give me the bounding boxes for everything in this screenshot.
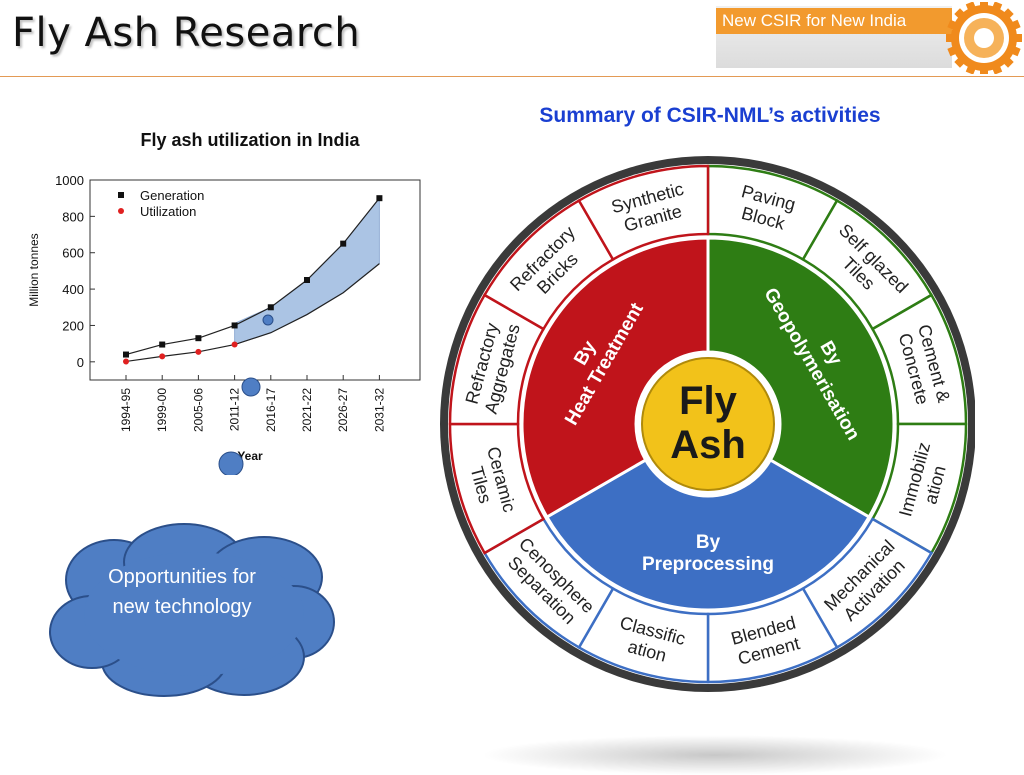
x-tick-label: 1994-95: [119, 388, 133, 432]
generation-point: [304, 277, 310, 283]
csir-logo: [946, 2, 1022, 74]
x-tick-label: 2031-32: [372, 388, 386, 432]
y-tick-label: 400: [62, 282, 84, 297]
header-rule: [0, 76, 1024, 77]
y-tick-label: 600: [62, 246, 84, 261]
generation-point: [231, 322, 238, 329]
chart-title: Fly ash utilization in India: [140, 130, 360, 150]
y-tick-label: 200: [62, 318, 84, 333]
x-tick-label: 1999-00: [155, 388, 169, 432]
sector-label-line1: By: [696, 532, 721, 553]
legend-utilization-label: Utilization: [140, 204, 196, 219]
y-tick-label: 800: [62, 209, 84, 224]
summary-title: Summary of CSIR-NML’s activities: [539, 104, 881, 127]
center-label-line1: Fly: [679, 379, 738, 423]
marker-dot: [218, 451, 244, 475]
legend-generation-marker: [118, 192, 124, 198]
x-tick-label: 2026-27: [336, 388, 350, 432]
utilization-curve: [125, 263, 380, 363]
x-tick-label: 2021-22: [300, 388, 314, 432]
utilization-point: [195, 348, 202, 355]
utilization-chart: 0 200 400 600 800 1000 1994-95 1999-00 2005-06 20…: [27, 173, 421, 475]
sector-label-line2: Preprocessing: [642, 554, 774, 575]
cloud-text: Opportunities for new technology: [108, 566, 256, 618]
utilization-point: [231, 341, 238, 348]
y-axis-label: Million tonnes: [27, 233, 41, 306]
generation-point: [340, 240, 347, 247]
x-tick-label: 2011-12: [228, 388, 242, 431]
projection-band: [234, 196, 380, 346]
generation-curve: [125, 197, 380, 356]
generation-point: [376, 195, 383, 202]
legend-generation-label: Generation: [140, 188, 204, 203]
y-tick-label: 0: [77, 355, 84, 370]
legend-utilization-marker: [118, 208, 124, 214]
opportunity-cloud: [49, 523, 335, 697]
generation-point: [267, 304, 274, 311]
x-tick-label: 2005-06: [191, 388, 205, 432]
utilization-point: [123, 358, 129, 365]
generation-point: [123, 351, 129, 358]
y-tick-label: 1000: [55, 173, 84, 188]
center-disc: [641, 357, 775, 491]
wheel-shadow: [480, 735, 950, 775]
x-tick-label: 2016-17: [264, 388, 278, 432]
outer-tile: [577, 164, 710, 262]
utilization-point: [159, 353, 166, 360]
generation-point: [159, 341, 166, 348]
brand-tagline: New CSIR for New India: [716, 8, 952, 34]
marker-dot: [241, 377, 261, 397]
marker-dot: [262, 314, 274, 326]
center-label-line2: Ash: [670, 423, 746, 467]
slide-title: Fly Ash Research: [12, 10, 361, 56]
x-axis-label: Year: [237, 449, 263, 463]
generation-point: [195, 335, 202, 342]
